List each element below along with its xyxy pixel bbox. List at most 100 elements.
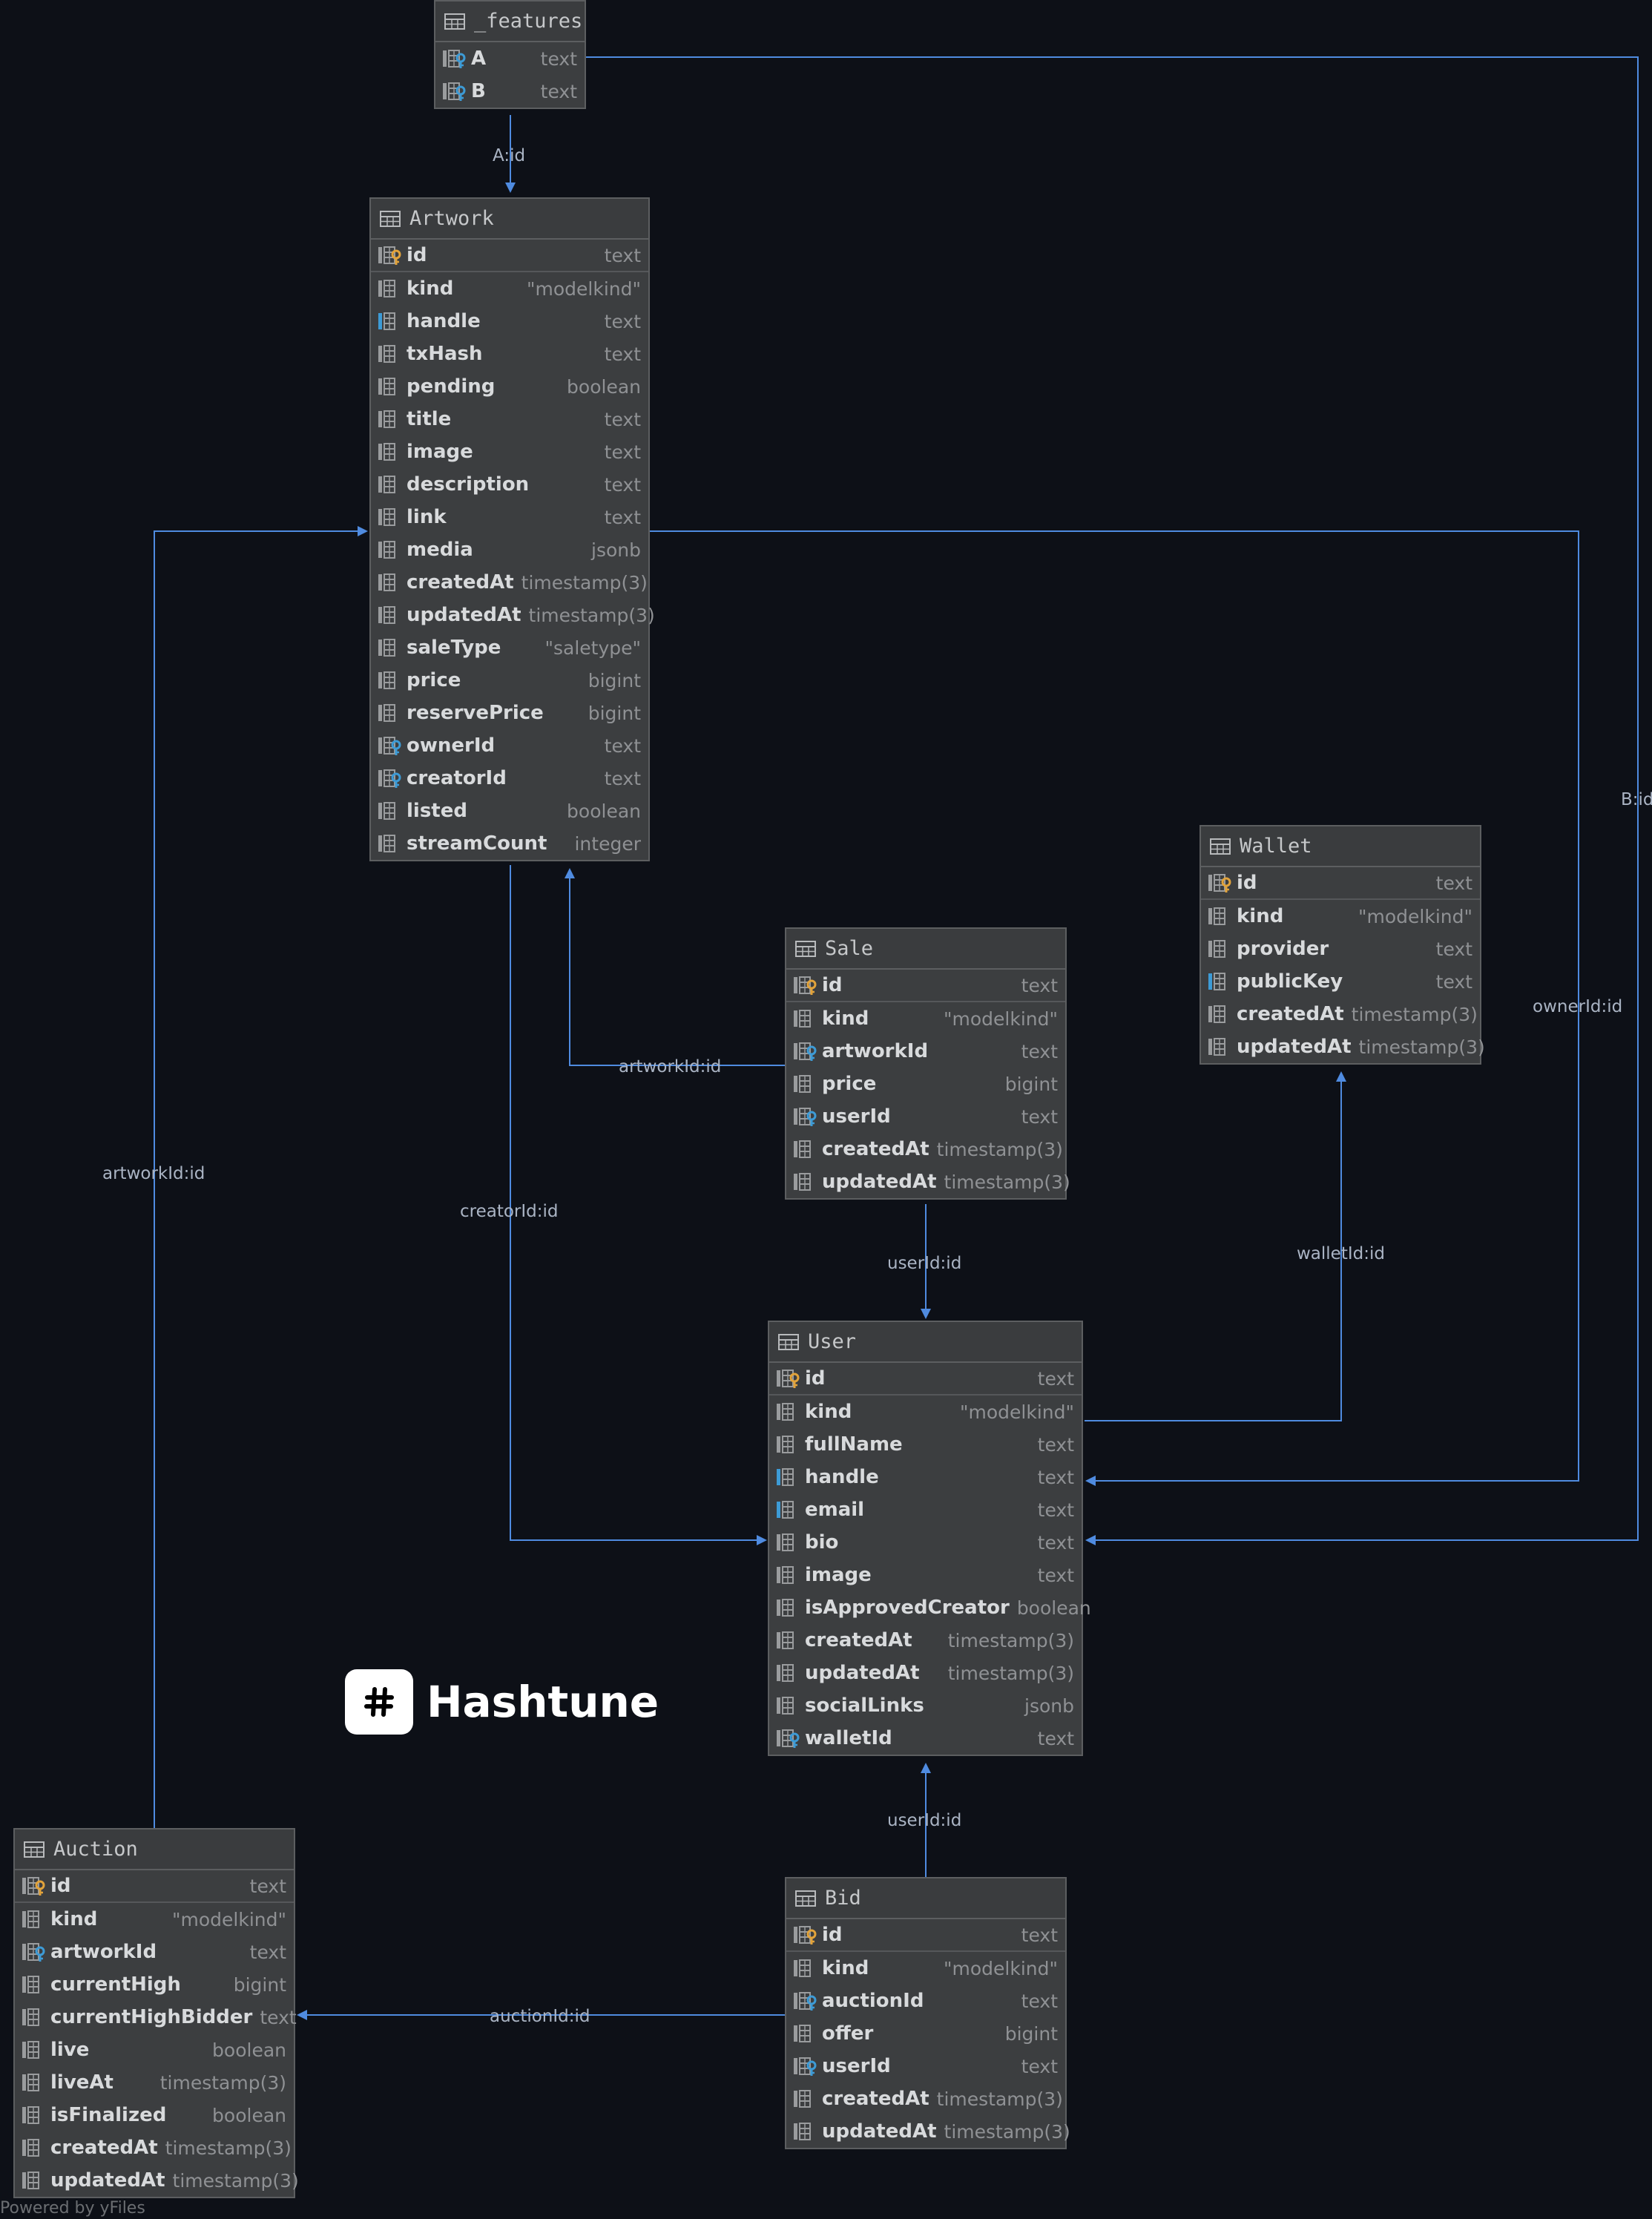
column-type: text — [604, 310, 641, 332]
table-header[interactable]: Sale — [786, 929, 1065, 970]
edge-sale-artwork[interactable] — [565, 868, 785, 1066]
edge-artwork-owner-user[interactable] — [650, 530, 1579, 1486]
column-name: media — [407, 539, 473, 561]
foreign-key-icon — [378, 769, 401, 788]
table-header[interactable]: Auction — [15, 1830, 294, 1870]
table-header[interactable]: Artwork — [371, 199, 648, 240]
column-type: text — [1021, 1990, 1058, 2012]
edge-features-user[interactable] — [586, 56, 1639, 1545]
column-icon — [378, 704, 395, 722]
column-type: "modelkind" — [944, 1007, 1058, 1030]
column-row[interactable]: kind"modelkind" — [769, 1395, 1082, 1428]
column-row[interactable]: kind"modelkind" — [1201, 900, 1480, 933]
column-name: createdAt — [822, 1138, 929, 1160]
column-row[interactable]: kind"modelkind" — [371, 272, 648, 305]
logo-text: Hashtune — [427, 1677, 659, 1727]
column-icon — [378, 802, 395, 820]
column-name: image — [805, 1564, 872, 1586]
table-icon — [795, 940, 816, 957]
edge-artwork-creator-user[interactable] — [510, 865, 767, 1545]
column-name: creatorId — [407, 767, 507, 789]
column-name: currentHighBidder — [50, 2006, 253, 2028]
column-icon — [378, 541, 395, 559]
table-header[interactable]: Bid — [786, 1878, 1065, 1919]
table-header[interactable]: _features — [435, 1, 585, 42]
table-header[interactable]: Wallet — [1201, 826, 1480, 867]
column-row[interactable]: kind"modelkind" — [786, 1952, 1065, 1985]
column-row[interactable]: kind"modelkind" — [15, 1903, 294, 1936]
edge-auction-artwork[interactable] — [154, 526, 368, 1828]
column-row[interactable]: saleType"saletype" — [371, 631, 648, 664]
column-type: text — [1037, 1466, 1074, 1488]
column-type: integer — [574, 832, 641, 855]
column-row[interactable]: kind"modelkind" — [786, 1002, 1065, 1035]
column-name: image — [407, 441, 473, 463]
table-header[interactable]: User — [769, 1322, 1082, 1363]
edge-user-wallet[interactable] — [1085, 1071, 1346, 1421]
